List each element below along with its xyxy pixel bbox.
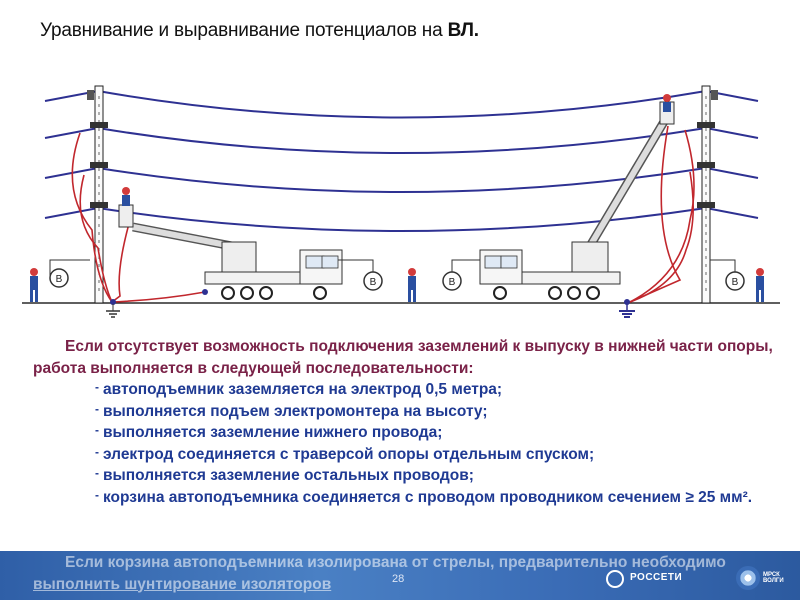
ground-cable-truck-left <box>111 291 206 303</box>
ground-electrode-right <box>619 299 635 318</box>
pole-right <box>697 85 718 304</box>
voltmeter-label: В <box>449 277 456 288</box>
meter-leads <box>49 259 736 278</box>
procedure-step: выполняется заземление остальных проводо… <box>95 463 793 487</box>
rosseti-logo: РОССЕТИ <box>606 568 686 590</box>
voltmeter-4: В <box>725 271 745 291</box>
basket-left <box>118 204 134 228</box>
workers <box>30 94 764 302</box>
procedure-step: выполняется заземление нижнего провода; <box>95 420 793 444</box>
procedure-step: автоподъемник заземляется на электрод 0,… <box>95 377 793 401</box>
ground-cable-basket-right <box>629 125 682 303</box>
mrsk-logo: МРСК ВОЛГИ <box>736 562 794 596</box>
page-number: 28 <box>392 573 405 585</box>
procedure-step: корзина автоподъемника соединяется с про… <box>95 485 793 509</box>
rosseti-logo-text: РОССЕТИ <box>630 572 683 583</box>
conductor-3 <box>44 166 759 193</box>
ground-electrode-truck-left <box>202 289 208 295</box>
footer-note: Если корзина автоподъемника изолирована … <box>33 552 793 595</box>
ground-cable-left-1 <box>71 132 113 303</box>
slide-title-abbr: ВЛ. <box>447 20 479 41</box>
slide-title: Уравнивание и выравнивание потенциалов н… <box>40 20 479 42</box>
conductor-4 <box>44 206 759 232</box>
ground-electrode-left <box>106 299 120 318</box>
voltmeter-label: В <box>56 274 63 285</box>
procedure-text: Если отсутствует возможность подключения… <box>33 336 793 508</box>
aerial-truck-left <box>118 204 343 300</box>
ground-cable-right-1 <box>629 129 695 303</box>
aerial-truck-right <box>479 101 675 300</box>
procedure-intro: Если отсутствует возможность подключения… <box>33 338 773 377</box>
voltmeter-label: В <box>370 277 377 288</box>
slide-title-main: Уравнивание и выравнивание потенциалов н… <box>40 20 448 41</box>
procedure-step: электрод соединяется с траверсой опоры о… <box>95 442 793 466</box>
ground-cable-right-2 <box>629 171 694 303</box>
voltmeter-3: В <box>442 271 462 291</box>
voltmeter-label: В <box>732 277 739 288</box>
ground-electrodes <box>106 289 635 318</box>
worker-basket-right <box>663 94 671 112</box>
worker-center <box>408 268 416 302</box>
worker-far-right <box>756 268 764 302</box>
voltmeter-2: В <box>363 271 383 291</box>
ground-cable-left-2 <box>79 174 113 303</box>
worker-basket-left <box>122 187 130 206</box>
ground-cable-basket-left <box>111 219 131 303</box>
footer-note-link[interactable]: выполнить шунтирование изоляторов <box>33 575 332 593</box>
mrsk-logo-icon <box>736 566 760 590</box>
conductor-1 <box>44 89 759 119</box>
procedure-step: выполняется подъем электромонтера на выс… <box>95 399 793 423</box>
rosseti-logo-icon <box>606 570 624 588</box>
overhead-line-illustration: В В В В <box>22 85 780 318</box>
voltmeter-1: В <box>49 268 69 288</box>
mrsk-logo-text: МРСК ВОЛГИ <box>763 572 784 584</box>
conductor-2 <box>44 126 759 154</box>
worker-far-left <box>30 268 38 302</box>
grounding-cables <box>71 125 695 303</box>
conductors <box>44 89 759 232</box>
procedure-steps: автоподъемник заземляется на электрод 0,… <box>33 377 793 509</box>
pole-left <box>87 85 108 304</box>
footer-note-start: Если корзина автоподъемника изолирована … <box>65 554 726 571</box>
footer-band <box>0 551 800 600</box>
